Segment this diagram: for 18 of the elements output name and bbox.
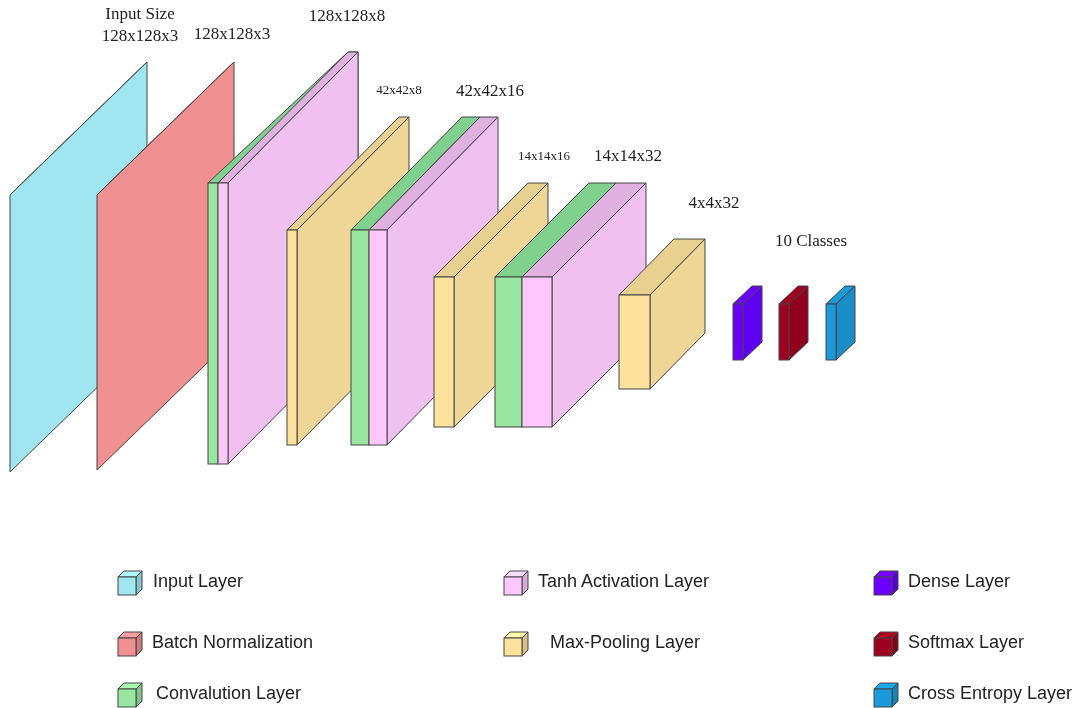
- class-count-label: 10 Classes: [774, 231, 848, 251]
- dimension-label: 128x128x3: [101, 26, 179, 46]
- legend-label: Softmax Layer: [908, 632, 1025, 653]
- legend-label: Convalution Layer: [156, 683, 302, 704]
- dimension-label: 4x4x32: [688, 193, 740, 213]
- legend-label: Input Layer: [153, 571, 244, 592]
- legend-label: Batch Normalization: [152, 632, 314, 653]
- dimension-label: 128x128x3: [193, 24, 271, 44]
- legend-label: Dense Layer: [908, 571, 1011, 592]
- dimension-label: 42x42x8: [376, 82, 422, 98]
- dimension-label: 14x14x16: [518, 148, 570, 164]
- input-size-label: Input Size: [105, 4, 175, 24]
- dimension-label: 42x42x16: [456, 81, 524, 101]
- dimension-label: 128x128x8: [308, 6, 386, 26]
- legend-label: Tanh Activation Layer: [538, 571, 710, 592]
- legend-label: Cross Entropy Layer: [908, 683, 1073, 704]
- dimension-label: 14x14x32: [594, 146, 662, 166]
- legend-label: Max-Pooling Layer: [550, 632, 701, 653]
